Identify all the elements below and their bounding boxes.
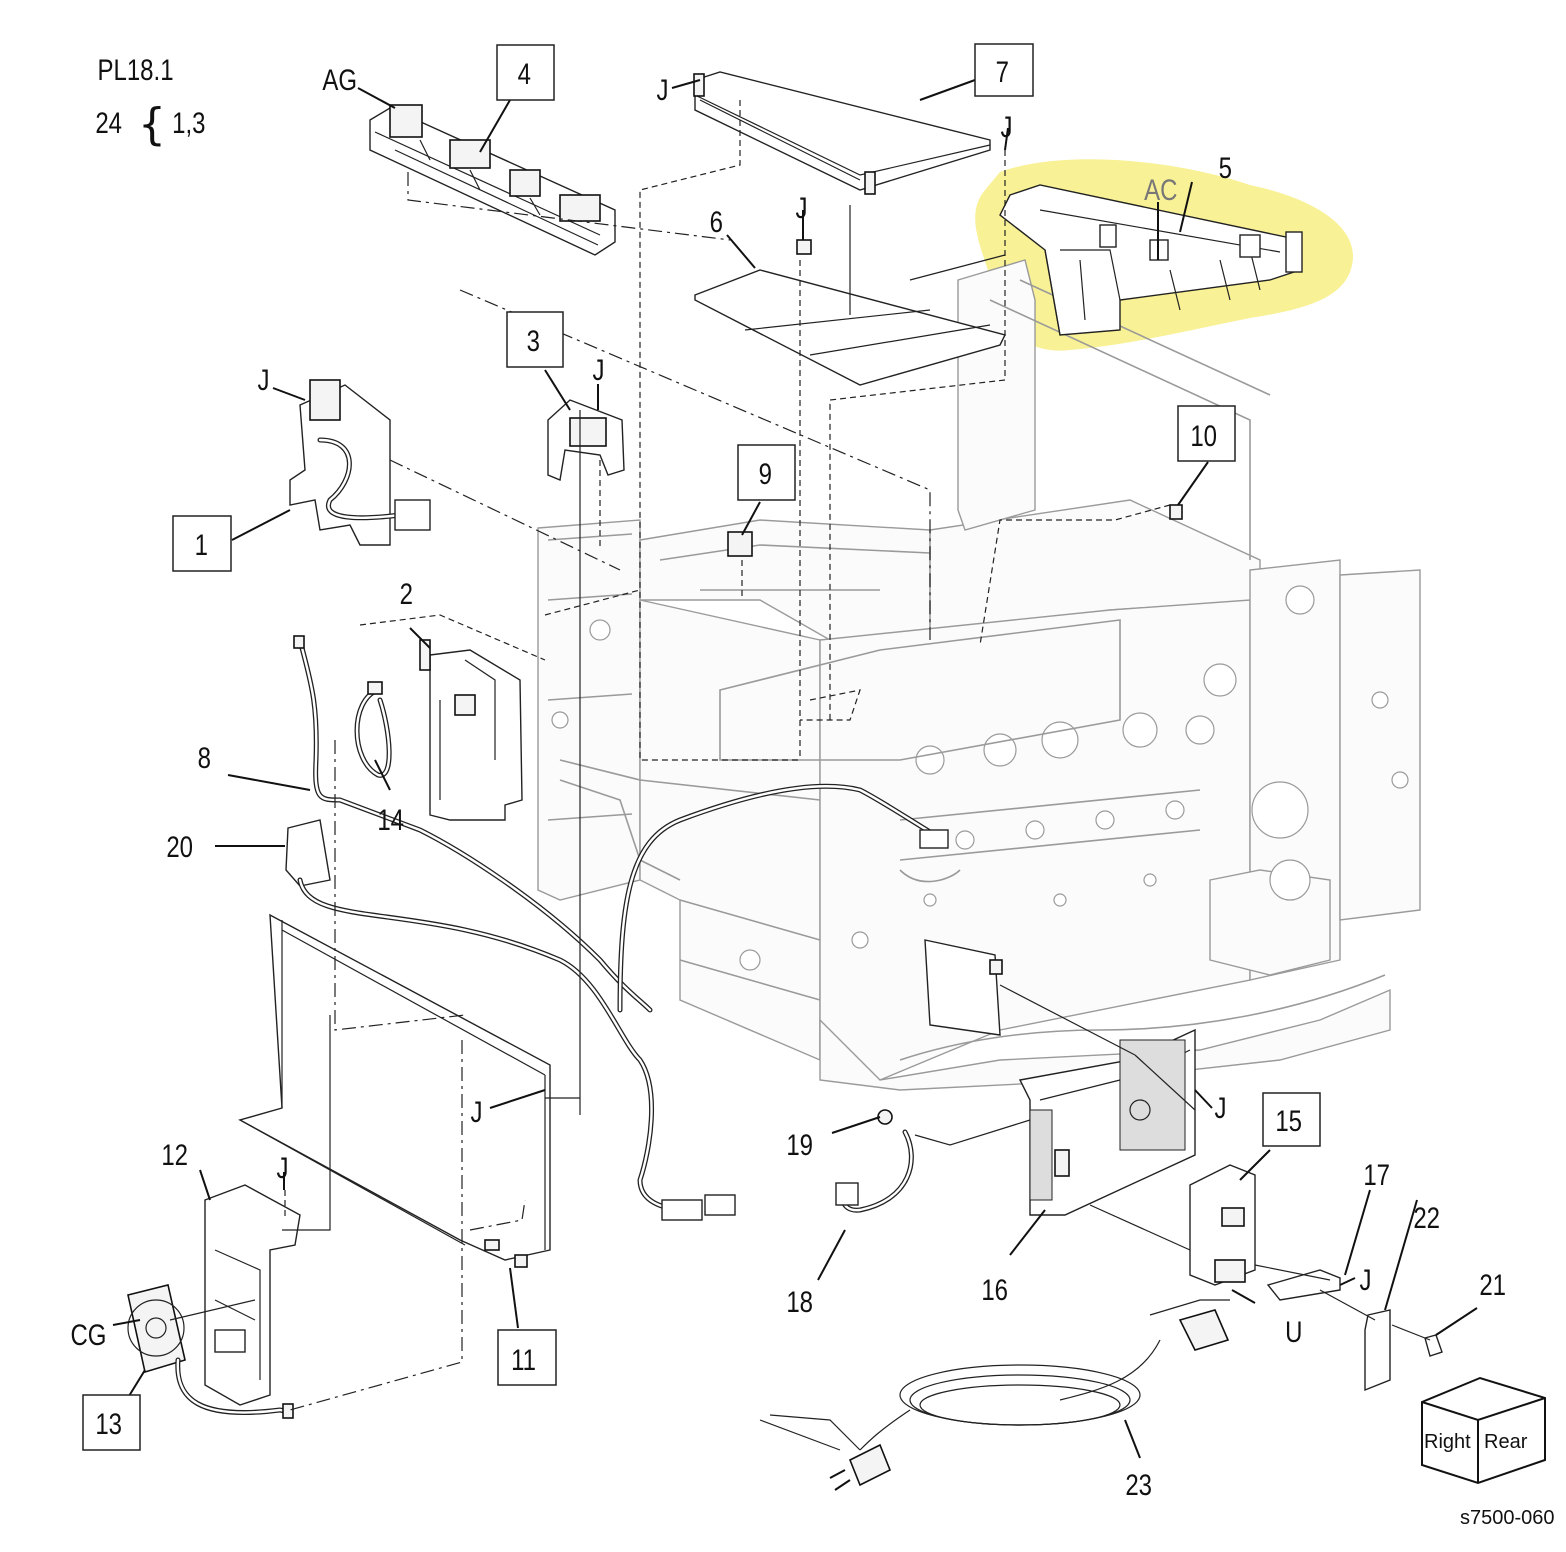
callout-box-15 bbox=[1262, 1092, 1321, 1147]
part-18-cable bbox=[835, 1129, 914, 1213]
connector-labels: AG AC CG U J J J J J J J J J bbox=[70, 62, 1371, 1351]
part-20-connector bbox=[285, 819, 736, 1221]
part-11-panel bbox=[238, 913, 551, 1268]
connector-j-6: J bbox=[470, 1094, 482, 1128]
part-13-fan bbox=[127, 1284, 294, 1419]
connector-j-2: J bbox=[1000, 109, 1012, 143]
callout-15: 15 bbox=[1275, 1103, 1302, 1137]
kit-number: 24 bbox=[95, 105, 122, 139]
connector-ac: AC bbox=[1144, 172, 1177, 206]
part-14-wire bbox=[354, 681, 392, 778]
callout-7: 7 bbox=[996, 54, 1009, 88]
callout-11: 11 bbox=[511, 1342, 536, 1376]
callout-box-11 bbox=[497, 1329, 557, 1386]
connector-u: U bbox=[1285, 1314, 1302, 1348]
callout-20: 20 bbox=[166, 829, 193, 863]
connector-j-4: J bbox=[257, 362, 269, 396]
callout-4: 4 bbox=[518, 56, 531, 90]
callout-16: 16 bbox=[981, 1272, 1008, 1306]
part-1-interlock bbox=[289, 379, 431, 546]
callout-10: 10 bbox=[1190, 418, 1217, 452]
main-harness bbox=[617, 783, 949, 1013]
callout-12: 12 bbox=[161, 1137, 188, 1171]
part-9-connector bbox=[727, 531, 753, 557]
part-12-bracket bbox=[204, 1184, 301, 1406]
callout-22: 22 bbox=[1413, 1200, 1440, 1234]
connector-j-1: J bbox=[656, 72, 668, 106]
plate-id: PL18.1 bbox=[98, 52, 174, 86]
kit-contents: 1,3 bbox=[172, 105, 205, 139]
assembly-lines bbox=[169, 100, 1431, 1411]
part-21-screw bbox=[1424, 1334, 1443, 1357]
callout-14: 14 bbox=[377, 802, 404, 836]
part-19-screw bbox=[877, 1109, 893, 1125]
connector-j-7: J bbox=[276, 1150, 288, 1184]
connector-cg: CG bbox=[70, 1317, 106, 1351]
callout-13: 13 bbox=[95, 1406, 122, 1440]
callout-3: 3 bbox=[527, 323, 540, 357]
callout-box-9 bbox=[737, 444, 796, 501]
callout-box-3 bbox=[506, 311, 564, 368]
callout-21: 21 bbox=[1479, 1267, 1506, 1301]
callout-box-7 bbox=[974, 43, 1034, 97]
kit-brace: { bbox=[138, 99, 166, 150]
connector-j-5: J bbox=[592, 352, 604, 386]
drawing-code: s7500-060 bbox=[1460, 1507, 1555, 1529]
part-2-bracket bbox=[419, 639, 523, 821]
callout-8: 8 bbox=[198, 740, 211, 774]
callout-box-13 bbox=[82, 1394, 141, 1451]
callout-19: 19 bbox=[786, 1127, 813, 1161]
part-4-bracket bbox=[369, 104, 616, 256]
connector-j-9: J bbox=[1359, 1262, 1371, 1296]
connector-ag: AG bbox=[322, 62, 357, 96]
orientation-rear-label: Rear bbox=[1484, 1431, 1528, 1453]
callout-box-4 bbox=[496, 44, 555, 101]
part-7-enclosure bbox=[693, 71, 991, 195]
part-10-clip bbox=[1169, 504, 1183, 520]
callout-9: 9 bbox=[759, 456, 772, 490]
frame-bracket bbox=[924, 939, 1003, 1036]
part-22-bracket bbox=[1364, 1309, 1391, 1392]
frame-holes bbox=[551, 585, 1409, 971]
callout-18: 18 bbox=[786, 1284, 813, 1318]
callout-labels: 1 2 3 4 5 6 7 8 9 10 11 12 13 14 15 16 1… bbox=[95, 54, 1506, 1501]
part-15-inlet bbox=[1189, 1164, 1256, 1286]
part-5-harness-bracket bbox=[999, 184, 1303, 336]
callout-17: 17 bbox=[1363, 1157, 1390, 1191]
callout-2: 2 bbox=[400, 576, 413, 610]
callout-box-10 bbox=[1177, 405, 1236, 462]
part-6-plate bbox=[694, 239, 1007, 386]
leader-lines bbox=[112, 79, 1478, 1459]
callout-1: 1 bbox=[195, 527, 208, 561]
callout-23: 23 bbox=[1125, 1467, 1152, 1501]
orientation-cube: Right Rear bbox=[1421, 1376, 1546, 1485]
callout-6: 6 bbox=[710, 204, 723, 238]
callout-5: 5 bbox=[1219, 150, 1232, 184]
orientation-right-label: Right bbox=[1424, 1431, 1471, 1453]
callout-boxes bbox=[82, 43, 1321, 1451]
connector-j-8: J bbox=[1214, 1090, 1226, 1124]
part-16-psu-cover bbox=[1018, 1028, 1196, 1216]
callout-box-1 bbox=[172, 515, 232, 572]
part-23-power-cord bbox=[759, 1309, 1230, 1491]
connector-j-3: J bbox=[795, 190, 807, 224]
part-8-harness bbox=[293, 635, 653, 1013]
part-3-switch bbox=[547, 399, 625, 481]
